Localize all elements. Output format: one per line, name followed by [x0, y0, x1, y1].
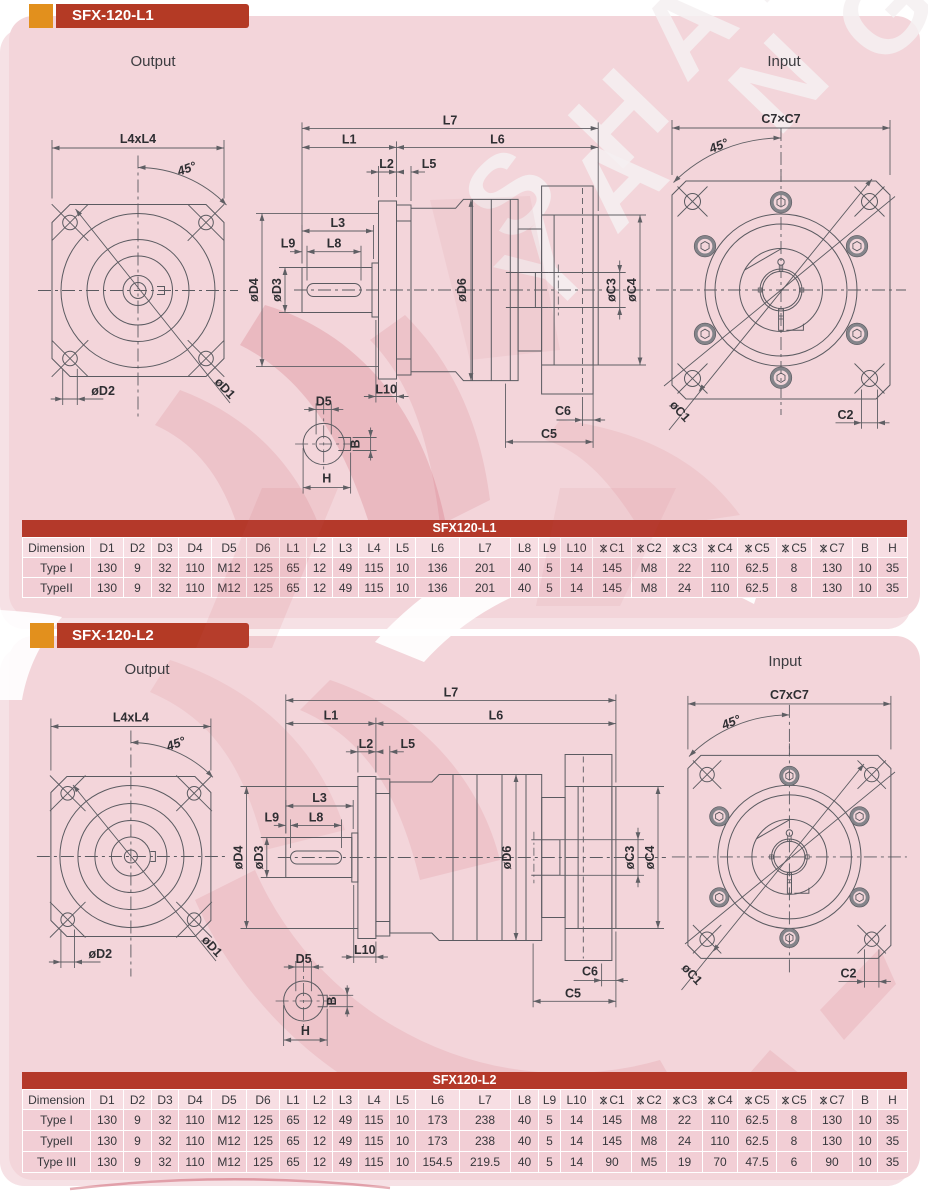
svg-text:H: H — [322, 472, 331, 486]
svg-text:C6: C6 — [555, 404, 571, 418]
svg-text:H: H — [301, 1024, 310, 1038]
svg-text:L10: L10 — [354, 943, 376, 957]
svg-text:L1: L1 — [342, 132, 357, 146]
svg-text:L9: L9 — [265, 810, 280, 824]
svg-text:L2: L2 — [379, 157, 394, 171]
svg-text:C2: C2 — [841, 967, 857, 981]
svg-text:øD2: øD2 — [91, 384, 115, 398]
svg-text:L3: L3 — [312, 791, 327, 805]
svg-text:C2: C2 — [838, 408, 854, 422]
svg-text:øD3: øD3 — [252, 846, 266, 870]
svg-text:øD6: øD6 — [455, 278, 469, 302]
svg-text:D5: D5 — [296, 952, 312, 966]
svg-text:L8: L8 — [309, 810, 324, 824]
svg-text:C5: C5 — [565, 986, 581, 1000]
svg-text:øD4: øD4 — [247, 278, 261, 302]
svg-text:L7: L7 — [443, 113, 458, 127]
svg-text:C7xC7: C7xC7 — [770, 688, 809, 702]
svg-text:L5: L5 — [401, 737, 416, 751]
svg-text:L10: L10 — [375, 383, 397, 397]
svg-text:L6: L6 — [489, 709, 504, 723]
svg-text:øD3: øD3 — [270, 278, 284, 302]
svg-text:øD1: øD1 — [199, 933, 225, 960]
svg-text:45°: 45° — [164, 734, 188, 754]
svg-text:L4xL4: L4xL4 — [120, 132, 156, 146]
svg-text:C5: C5 — [541, 427, 557, 441]
svg-text:øD6: øD6 — [500, 846, 514, 870]
svg-text:D5: D5 — [316, 394, 332, 408]
svg-text:øC3: øC3 — [623, 846, 637, 870]
svg-text:B: B — [325, 996, 339, 1005]
svg-text:L6: L6 — [490, 132, 505, 146]
svg-text:L1: L1 — [324, 709, 339, 723]
svg-text:øD2: øD2 — [89, 947, 113, 961]
svg-text:L2: L2 — [359, 737, 374, 751]
svg-text:45°: 45° — [719, 712, 744, 733]
svg-text:B: B — [349, 439, 363, 448]
svg-text:C6: C6 — [582, 964, 598, 978]
svg-text:L4xL4: L4xL4 — [113, 711, 149, 725]
svg-text:L7: L7 — [444, 685, 459, 699]
svg-text:L5: L5 — [422, 157, 437, 171]
svg-text:øC1: øC1 — [679, 961, 705, 988]
svg-text:45°: 45° — [706, 135, 731, 156]
svg-text:L8: L8 — [327, 237, 342, 251]
svg-text:øD1: øD1 — [212, 375, 238, 402]
svg-text:øC4: øC4 — [643, 846, 657, 870]
svg-text:øD4: øD4 — [232, 846, 246, 870]
svg-text:45°: 45° — [175, 159, 199, 179]
svg-text:øC1: øC1 — [667, 398, 693, 425]
svg-text:øC4: øC4 — [625, 278, 639, 302]
svg-text:L9: L9 — [281, 237, 296, 251]
svg-text:L3: L3 — [331, 216, 346, 230]
svg-text:C7×C7: C7×C7 — [761, 112, 800, 126]
svg-text:øC3: øC3 — [605, 278, 619, 302]
